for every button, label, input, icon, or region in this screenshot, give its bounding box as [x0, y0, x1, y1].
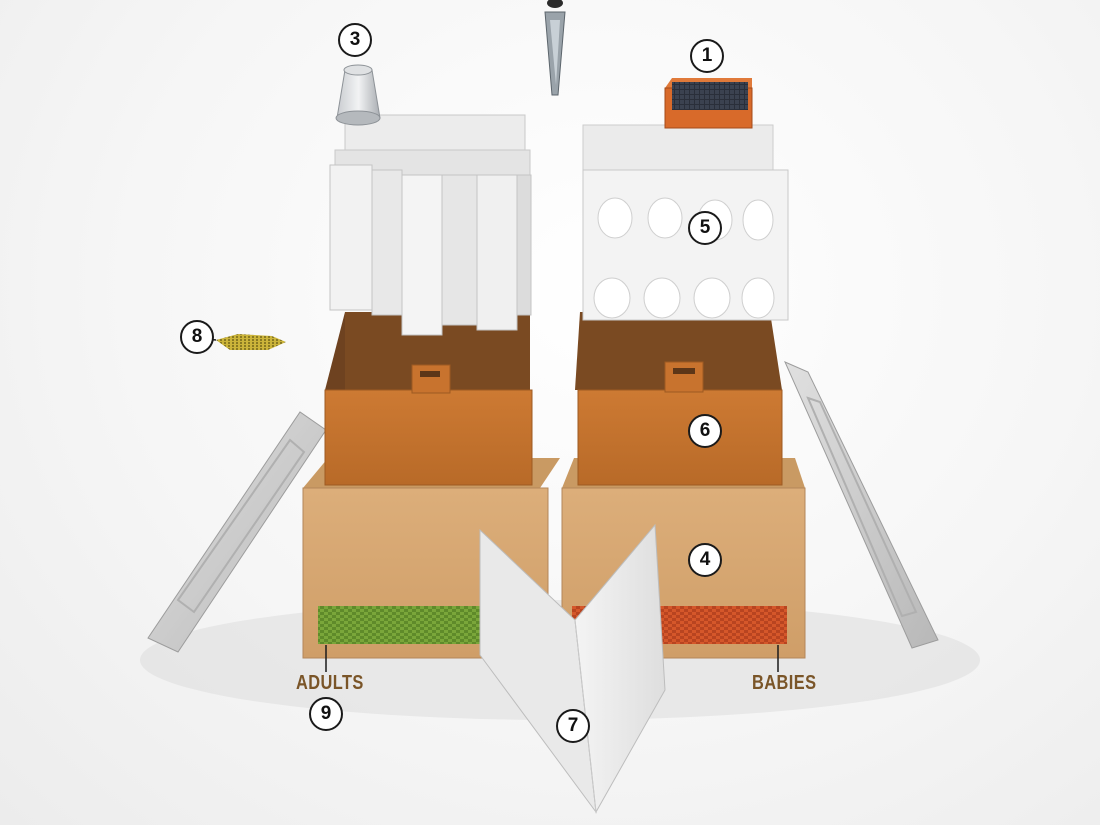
callout-7: 7 — [556, 709, 590, 743]
callout-6: 6 — [688, 414, 722, 448]
egg-tray — [582, 124, 789, 321]
callout-5: 5 — [688, 211, 722, 245]
adults-label: ADULTS — [296, 672, 364, 694]
callout-8: 8 — [180, 320, 214, 354]
glass-container — [335, 64, 381, 126]
right-lid — [784, 361, 939, 649]
solar-panel — [664, 78, 753, 129]
callout-1: 1 — [690, 39, 724, 73]
adults-color-band — [318, 606, 493, 644]
slatted-insert — [329, 114, 532, 336]
inner-box-right — [575, 312, 783, 486]
dropper — [544, 0, 566, 96]
babies-label: BABIES — [752, 672, 817, 694]
inner-box-left — [324, 312, 533, 486]
callout-3: 3 — [338, 23, 372, 57]
callout-4: 4 — [688, 543, 722, 577]
callout-9-leaders — [325, 645, 779, 672]
callout-9: 9 — [309, 697, 343, 731]
